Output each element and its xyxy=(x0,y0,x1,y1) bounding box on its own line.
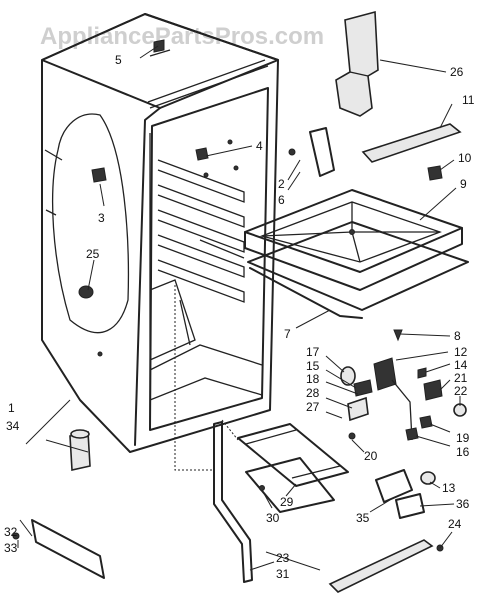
callout-2: 2 xyxy=(278,177,285,191)
relay-part-21[interactable] xyxy=(423,379,443,401)
callout-28: 28 xyxy=(306,386,320,400)
switch-part-15-18[interactable] xyxy=(353,379,373,397)
callout-20: 20 xyxy=(364,449,378,463)
callout-23: 23 xyxy=(276,551,290,565)
callout-24: 24 xyxy=(448,517,462,531)
callout-32: 32 xyxy=(4,525,18,539)
cabinet-liner[interactable] xyxy=(41,13,279,453)
callout-17: 17 xyxy=(306,345,320,359)
connector-part-14[interactable] xyxy=(417,367,427,379)
callout-6: 6 xyxy=(278,193,285,207)
drain-tube-part-23-31[interactable] xyxy=(213,421,253,583)
callout-27: 27 xyxy=(306,400,320,414)
kickplate-part-24[interactable] xyxy=(328,539,444,593)
knob-part-28[interactable] xyxy=(347,396,369,422)
clip-part-4[interactable] xyxy=(195,147,209,161)
callout-13: 13 xyxy=(442,481,456,495)
callout-19: 19 xyxy=(456,431,470,445)
screw-part-8[interactable] xyxy=(393,329,403,342)
callout-25: 25 xyxy=(86,247,100,261)
cover-part-11[interactable] xyxy=(361,123,462,163)
callout-35: 35 xyxy=(356,511,370,525)
callout-3: 3 xyxy=(98,211,105,225)
callout-22: 22 xyxy=(454,384,468,398)
callout-36: 36 xyxy=(456,497,470,511)
callout-7: 7 xyxy=(284,327,291,341)
callout-30: 30 xyxy=(266,511,280,525)
callout-33: 33 xyxy=(4,541,18,555)
callout-16: 16 xyxy=(456,445,470,459)
air-duct-part-26[interactable] xyxy=(335,10,379,117)
leveler-part-34[interactable] xyxy=(69,429,91,471)
nut-part-16[interactable] xyxy=(405,427,419,441)
grommet-part-25[interactable] xyxy=(78,285,94,299)
evaporator-cover-part-9[interactable] xyxy=(244,189,469,319)
callout-5: 5 xyxy=(115,53,122,67)
nut-part-19[interactable] xyxy=(419,415,433,429)
bracket-part-2-6[interactable] xyxy=(288,127,335,177)
part-13[interactable] xyxy=(420,471,436,485)
callout-10: 10 xyxy=(458,151,472,165)
callout-18: 18 xyxy=(306,372,320,386)
plate-part-36[interactable] xyxy=(395,493,425,519)
callout-1: 1 xyxy=(8,401,15,415)
clip-part-10[interactable] xyxy=(427,165,443,181)
callout-12: 12 xyxy=(454,345,468,359)
callout-21: 21 xyxy=(454,371,468,385)
leader-lines xyxy=(17,45,461,571)
toe-grille-bracket-part-32-33[interactable] xyxy=(12,519,105,579)
callout-26: 26 xyxy=(450,65,464,79)
light-socket-part-17[interactable] xyxy=(340,366,356,386)
bottom-rail-part-27[interactable] xyxy=(237,423,349,487)
callout-11: 11 xyxy=(462,93,475,107)
bracket-part-3[interactable] xyxy=(91,167,107,183)
bracket-part-35[interactable] xyxy=(375,469,413,503)
screw-part-20[interactable] xyxy=(348,432,356,440)
callout-29: 29 xyxy=(280,495,294,509)
callout-34: 34 xyxy=(6,419,20,433)
callout-8: 8 xyxy=(454,329,461,343)
callout-14: 14 xyxy=(454,358,468,372)
callout-4: 4 xyxy=(256,139,263,153)
callout-labels: 5 26 11 4 10 2 9 6 3 25 7 8 17 12 15 14 … xyxy=(4,53,475,581)
callout-9: 9 xyxy=(460,177,467,191)
callout-31: 31 xyxy=(276,567,290,581)
callout-15: 15 xyxy=(306,359,320,373)
thermostat-part-12[interactable] xyxy=(373,357,413,441)
